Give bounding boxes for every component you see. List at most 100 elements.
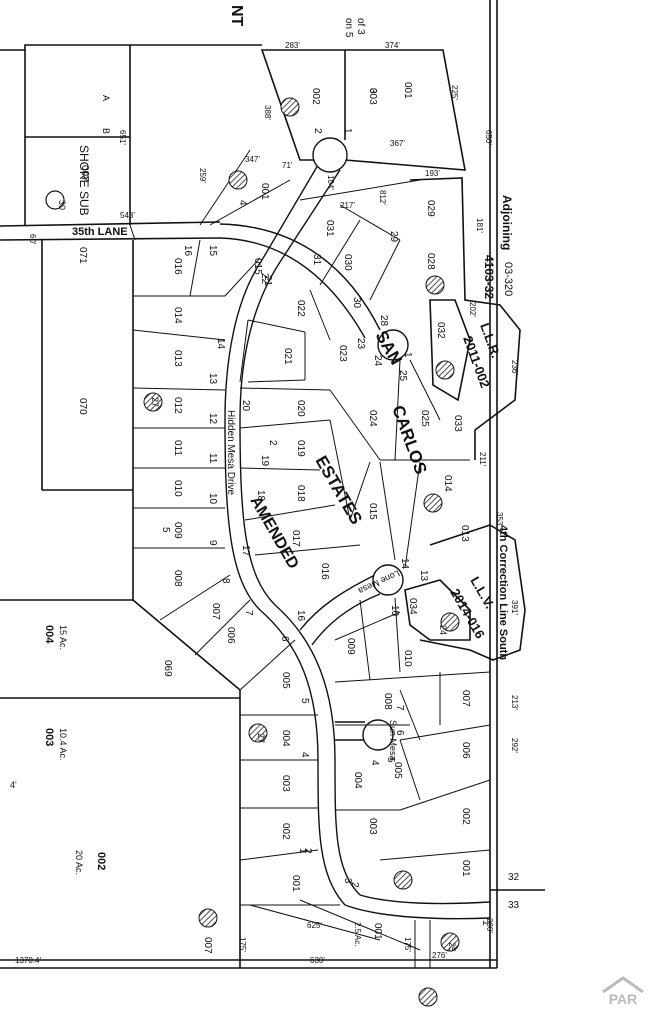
- stamp-circle: [280, 97, 300, 117]
- lot-labels: 1111222233444555667789101011121313141415…: [160, 88, 491, 926]
- lot-number: 4: [237, 200, 248, 206]
- dim-label: 181': [475, 218, 484, 233]
- stamp-number: 24: [438, 625, 448, 635]
- note-side-b: B: [101, 128, 111, 134]
- parcel-number: 005: [280, 672, 291, 689]
- parcel-number: 001: [290, 875, 301, 892]
- dim-label: 292': [510, 738, 519, 753]
- dim-label: 175': [238, 937, 247, 952]
- lot-number: 2: [267, 440, 278, 446]
- parcel-number: 015: [367, 503, 378, 520]
- road-sun-mesa: Sun Mesa: [388, 720, 398, 761]
- dim-label: 630': [310, 956, 325, 965]
- note-top-2: on 5: [343, 18, 354, 38]
- lot-number: 5: [385, 757, 396, 763]
- parcel-number: 001: [372, 923, 383, 940]
- dim-label: 374': [385, 41, 400, 50]
- stamp-circle: [440, 612, 460, 632]
- lot-number: 2: [302, 848, 313, 854]
- parcel-number: 029: [425, 200, 436, 217]
- note-top-1: of 3: [355, 18, 366, 35]
- stamp-number: 27: [256, 733, 266, 743]
- dim-label: 353': [495, 512, 504, 527]
- lot-number: 29: [388, 231, 399, 243]
- lot-number: 30: [351, 297, 362, 309]
- cul-de-sac-north: [312, 137, 348, 173]
- stamp-group: [45, 97, 460, 1007]
- road-hidden-mesa: Hidden Mesa Drive: [225, 410, 236, 495]
- lot-number: 3: [342, 878, 353, 884]
- parcel-number: 071: [77, 247, 88, 264]
- parcel-number: 012: [172, 397, 183, 414]
- parcel-number: 070: [77, 398, 88, 415]
- lot-number: 10: [207, 493, 218, 505]
- parcel-number: 014: [172, 307, 183, 324]
- dim-label: 60': [28, 234, 37, 245]
- parcel-number: 009: [345, 638, 356, 655]
- note-adjoining-no2: 03-320: [502, 262, 514, 296]
- west-parcel-id: 002: [95, 852, 107, 870]
- dim-label: 213': [510, 695, 519, 710]
- lot-number: 12: [207, 413, 218, 425]
- lot-number: 17: [240, 545, 251, 557]
- parcel-number: 007: [79, 165, 90, 182]
- lot-number: 21: [262, 275, 273, 287]
- stamp-circle: [440, 932, 460, 952]
- note-sec-33: 33: [508, 900, 520, 911]
- dim-label: 259': [198, 168, 207, 183]
- lot-number: 4: [299, 752, 310, 758]
- road-35th-lane: 35th LANE: [72, 226, 128, 238]
- parcel-number: 004: [352, 772, 363, 789]
- parcel-number: 002: [310, 88, 321, 105]
- parcel-number: 024: [367, 410, 378, 427]
- parcel-number: 023: [337, 345, 348, 362]
- parcel-number: 013: [459, 525, 470, 542]
- parcel-number: 003: [367, 818, 378, 835]
- stamp-circle: [393, 870, 413, 890]
- parcel-number: 006: [460, 742, 471, 759]
- cul-de-sac-lone: [372, 564, 404, 596]
- stamp-number: 25: [447, 942, 457, 952]
- stamp-circle: [425, 275, 445, 295]
- dim-label: 367': [390, 139, 405, 148]
- parcel-number: 010: [402, 650, 413, 667]
- parcel-number: 030: [342, 254, 353, 271]
- lot-number: 6: [279, 636, 290, 642]
- parcel-labels: 0010010010010010020020020030030030040040…: [77, 82, 471, 954]
- road-outlines: [219, 164, 491, 920]
- parcel-number: 015: [252, 258, 263, 275]
- note-correction: 4th Correction Line South: [497, 525, 509, 660]
- dim-label: 193': [425, 169, 440, 178]
- dim-label: 650': [484, 130, 493, 145]
- note-adjoining: Adjoining: [500, 195, 514, 250]
- note-shore: SHORE SUB: [77, 145, 91, 216]
- parcel-number: 016: [172, 258, 183, 275]
- lot-number: 16: [182, 245, 193, 257]
- lot-number: 16: [295, 610, 306, 622]
- dim-label: 175': [403, 937, 412, 952]
- note-sec-32: 32: [508, 872, 520, 883]
- stamp-circle: [198, 908, 218, 928]
- dim-label: 225': [450, 85, 459, 100]
- stamp-circle: [228, 170, 248, 190]
- lot-number: 1: [297, 848, 308, 854]
- parcel-number: 002: [460, 808, 471, 825]
- parcel-number: 002: [280, 823, 291, 840]
- note-side-a: A: [101, 95, 111, 101]
- lot-number: 6: [394, 730, 405, 736]
- lot-number: 7: [243, 610, 254, 616]
- dim-label: 236': [510, 360, 519, 375]
- stamp-circle: [435, 360, 455, 380]
- dim-label: 202': [468, 302, 477, 317]
- dim-label: 290': [485, 918, 494, 933]
- parcel-number: 018: [295, 485, 306, 502]
- lot-number: 13: [418, 570, 429, 582]
- stamp-number: 27: [150, 397, 160, 407]
- parcel-number: 032: [435, 322, 446, 339]
- lot-number: 20: [240, 400, 251, 412]
- lot-number: 13: [207, 373, 218, 385]
- watermark-text: PAR: [609, 991, 638, 1006]
- dim-label: 1370.4': [15, 956, 41, 965]
- lot-number: 28: [378, 315, 389, 327]
- parcel-number: 003: [367, 88, 378, 105]
